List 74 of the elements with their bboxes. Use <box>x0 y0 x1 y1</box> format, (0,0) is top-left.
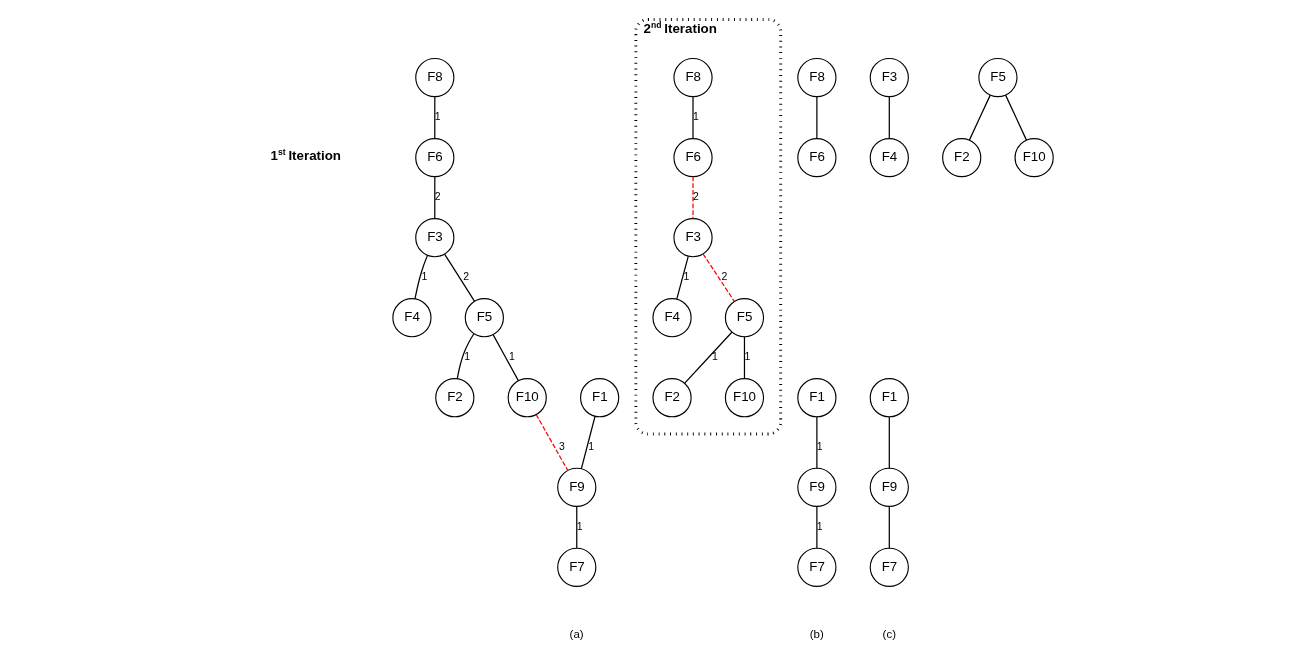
node-circle: F6 <box>797 138 837 178</box>
connector <box>414 254 429 300</box>
node-circle: F5 <box>724 298 765 338</box>
connector <box>702 253 735 302</box>
edge-label: 3 <box>559 440 565 452</box>
edge-label: 1 <box>712 351 718 363</box>
edge-label: 2 <box>721 271 728 283</box>
connector <box>968 94 991 141</box>
edge-label: 1 <box>683 271 690 283</box>
node-circle: F5 <box>464 298 504 338</box>
connector <box>816 505 818 549</box>
connector <box>434 96 436 139</box>
edge-label: 1 <box>588 440 595 452</box>
edge-label: 1 <box>744 351 751 363</box>
node-circle: F3 <box>869 57 909 98</box>
edge-label: 2 <box>434 191 441 203</box>
connector <box>692 176 694 220</box>
node-circle: F2 <box>652 378 692 418</box>
connector <box>816 416 818 469</box>
connector <box>888 96 890 139</box>
node-circle: F8 <box>797 57 837 98</box>
connector <box>692 96 694 139</box>
node-circle: F8 <box>415 57 455 98</box>
connector <box>580 415 596 470</box>
connector <box>576 505 578 549</box>
node-circle: F10 <box>507 378 547 418</box>
connector <box>492 334 519 382</box>
edge-label: 2 <box>693 191 699 203</box>
connector <box>888 505 890 549</box>
edge-label: 1 <box>434 111 441 123</box>
connector <box>888 416 890 469</box>
label: 1$^{st}$ Iteration <box>270 147 342 164</box>
node-circle: F9 <box>557 467 597 507</box>
edge-label: 1 <box>816 521 823 532</box>
edge-label: 2 <box>463 271 470 283</box>
node-circle: F2 <box>942 138 982 178</box>
connector <box>434 176 436 220</box>
node-circle: F7 <box>797 547 837 587</box>
edge-label: 1 <box>576 521 583 532</box>
node-circle: F6 <box>673 138 713 178</box>
edge-label: 1 <box>816 440 823 452</box>
edge-label: 1 <box>509 351 515 363</box>
node-circle: F1 <box>580 378 620 418</box>
label: (a) <box>569 627 584 640</box>
node-circle: F10 <box>724 378 765 418</box>
node-circle: F9 <box>869 467 909 507</box>
node-circle: F3 <box>415 218 455 258</box>
edge-label: 1 <box>693 111 699 123</box>
node-circle: F5 <box>978 57 1018 98</box>
node-circle: F7 <box>557 547 597 587</box>
connector <box>743 336 746 380</box>
node-circle: F1 <box>797 378 837 418</box>
node-circle: F4 <box>652 298 692 338</box>
connector <box>1005 94 1028 141</box>
connector <box>816 96 818 139</box>
edge-label: 1 <box>421 271 428 283</box>
node-circle: F7 <box>869 547 909 587</box>
node-circle: F8 <box>673 57 713 98</box>
node-circle: F10 <box>1014 138 1054 178</box>
node-circle: F4 <box>869 138 909 178</box>
node-circle: F1 <box>869 378 909 418</box>
node-circle: F6 <box>415 138 455 178</box>
connector <box>456 333 475 380</box>
connector <box>535 414 569 471</box>
connector <box>684 331 733 384</box>
label: (c) <box>882 627 896 640</box>
node-circle: F4 <box>392 298 432 338</box>
edge-label: 1 <box>464 351 471 363</box>
node-circle: F9 <box>797 467 837 507</box>
label: (b) <box>809 627 824 640</box>
connector <box>676 255 689 300</box>
node-circle: F3 <box>673 218 713 258</box>
connector <box>443 253 476 302</box>
node-circle: F2 <box>435 378 475 418</box>
